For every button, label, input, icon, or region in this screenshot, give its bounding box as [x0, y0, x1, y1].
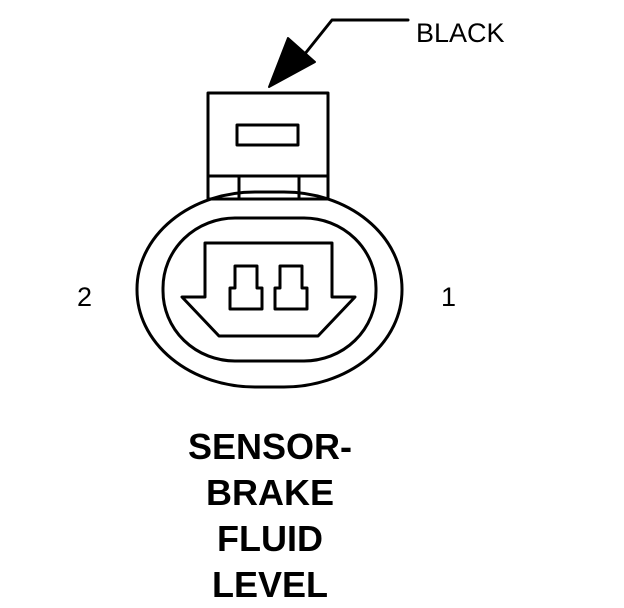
title-line: BRAKE — [205, 472, 334, 513]
terminal-1 — [273, 264, 309, 311]
title-line: FLUID — [217, 518, 323, 559]
title-line: LEVEL — [211, 564, 328, 605]
connector-outer-shell — [135, 190, 404, 389]
wire-color-label: BLACK — [416, 18, 505, 48]
connector-inner-shell — [161, 216, 378, 363]
tab-slot — [235, 123, 300, 147]
terminal-2 — [228, 264, 264, 311]
component-title: SENSOR- BRAKE FLUID LEVEL — [150, 424, 390, 608]
title-line: SENSOR- — [187, 426, 353, 467]
terminal-cavity — [180, 241, 357, 338]
arrowhead — [268, 37, 316, 88]
locking-tab — [206, 91, 330, 201]
leader-line — [298, 18, 410, 62]
pin-number-1-label: 1 — [441, 282, 457, 312]
pin-number-2-label: 2 — [77, 282, 93, 312]
